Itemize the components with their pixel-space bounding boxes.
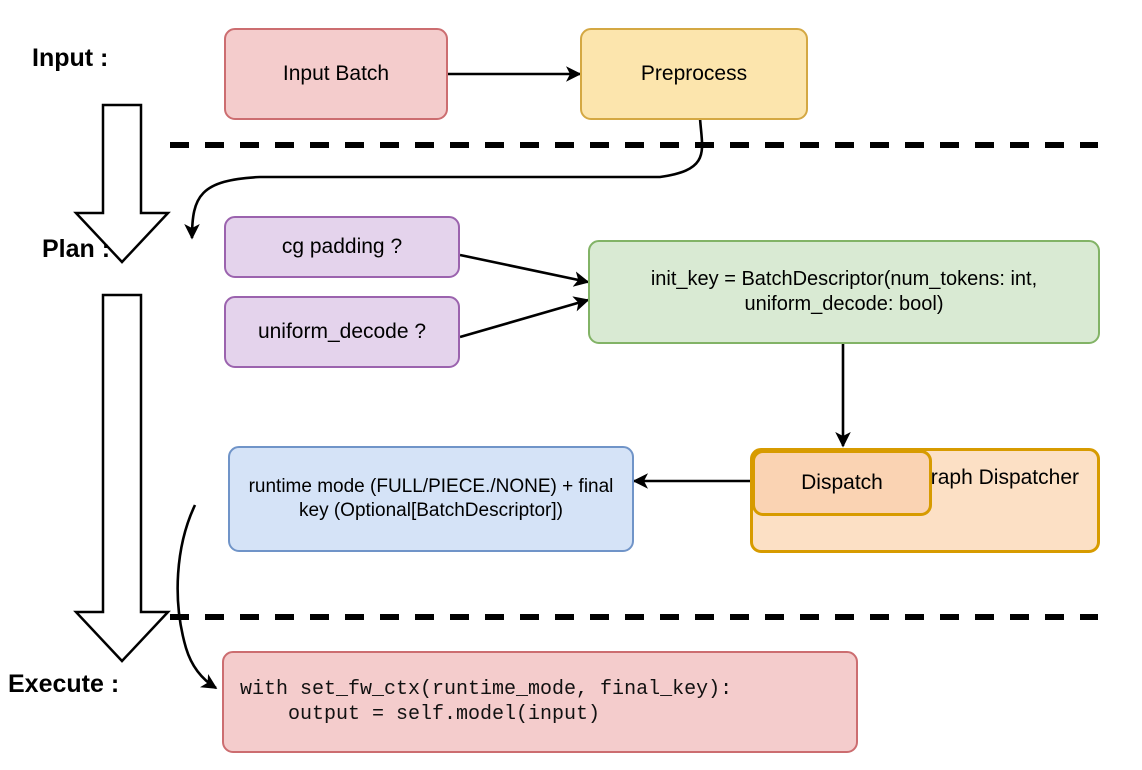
node-code-block[interactable]: with set_fw_ctx(runtime_mode, final_key)… — [222, 651, 858, 753]
code-block-line2: output = self.model(input) — [240, 703, 601, 726]
node-init-key-line1: init_key = BatchDescriptor(num_tokens: i… — [650, 268, 1038, 290]
node-preprocess-label: Preprocess — [640, 61, 748, 85]
node-init-key-line2: uniform_decode: bool) — [744, 293, 944, 315]
stage-label-plan: Plan : — [42, 235, 111, 263]
node-init-key[interactable]: init_key = BatchDescriptor(num_tokens: i… — [588, 240, 1100, 344]
node-input-batch[interactable]: Input Batch — [224, 28, 448, 120]
node-input-batch-label: Input Batch — [282, 61, 390, 85]
node-cg-padding-label: cg padding ? — [281, 234, 403, 258]
node-uniform-decode[interactable]: uniform_decode ? — [224, 296, 460, 368]
node-uniform-decode-label: uniform_decode ? — [257, 319, 427, 343]
node-preprocess[interactable]: Preprocess — [580, 28, 808, 120]
code-block-line1: with set_fw_ctx(runtime_mode, final_key)… — [240, 678, 733, 701]
node-cudagraph-dispatcher-line2: Dispatcher — [978, 466, 1079, 489]
node-runtime-mode-line2: + final key (Optional[BatchDescriptor]) — [299, 476, 614, 521]
node-runtime-mode[interactable]: runtime mode (FULL/PIECE./NONE) + final … — [228, 446, 634, 552]
stage-label-input: Input : — [32, 44, 109, 72]
block-arrow-plan-to-execute — [73, 293, 171, 663]
edge-uniform-decode-to-init-key — [459, 296, 590, 339]
node-dispatch-label: Dispatch — [801, 470, 883, 494]
stage-label-execute: Execute : — [8, 670, 120, 698]
node-cg-padding[interactable]: cg padding ? — [224, 216, 460, 278]
node-runtime-mode-line1: runtime mode (FULL/PIECE./NONE) — [248, 476, 557, 498]
edge-cg-padding-to-init-key — [459, 253, 590, 287]
edge-runtime-mode-to-code-block — [176, 504, 218, 690]
node-dispatch[interactable]: Dispatch — [752, 450, 932, 516]
